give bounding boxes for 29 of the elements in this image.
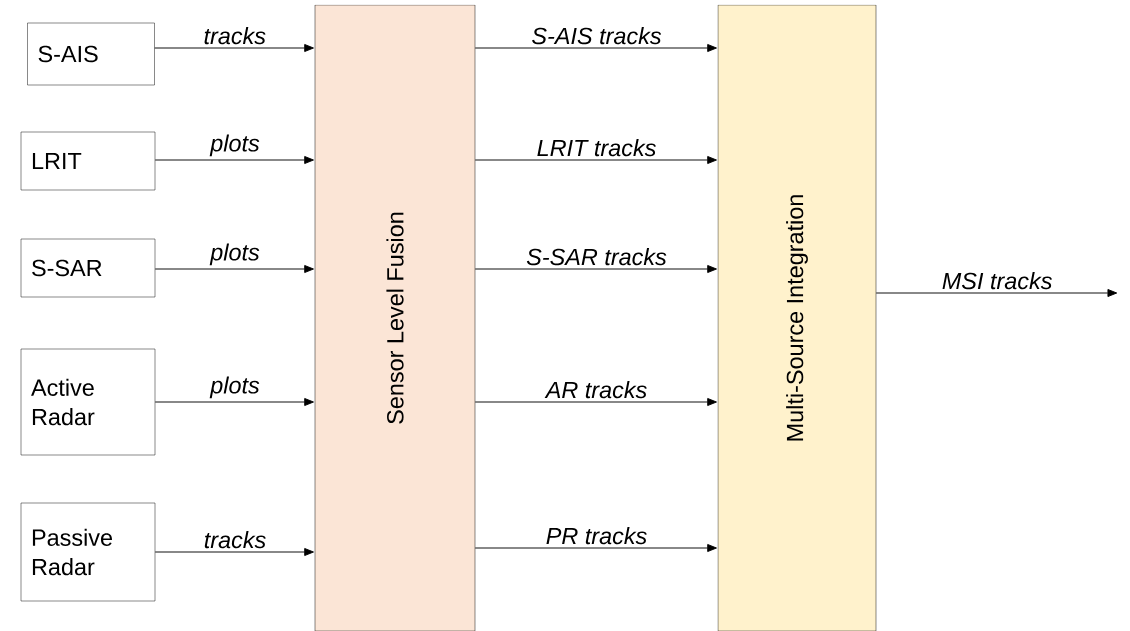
edge-label: S-AIS tracks	[532, 27, 662, 45]
source-box: LRIT	[20, 131, 156, 191]
arrow	[875, 289, 1118, 297]
arrow	[154, 548, 314, 556]
edge-label: tracks	[204, 531, 266, 549]
edge-label: plots	[209, 376, 260, 399]
edge-label: LRIT tracks	[537, 139, 656, 157]
process-block: Sensor Level Fusion	[314, 4, 476, 631]
edge-label: MSI tracks	[942, 272, 1052, 290]
arrow	[154, 398, 314, 406]
edge-label: PR tracks	[546, 527, 647, 545]
edge-label: S-SAR tracks	[526, 248, 667, 266]
arrow	[154, 44, 314, 52]
arrow	[474, 398, 717, 406]
edge-label: plots	[209, 243, 260, 266]
source-box: S-AIS	[27, 22, 155, 86]
source-box: Passive Radar	[20, 502, 156, 602]
source-box: S-SAR	[20, 238, 156, 298]
arrow	[474, 44, 717, 52]
arrow	[474, 265, 717, 273]
arrow	[154, 265, 314, 273]
edge-label: plots	[209, 134, 260, 157]
edge-label: tracks	[204, 27, 266, 45]
arrow	[474, 156, 717, 164]
process-block: Multi-Source Integration	[717, 4, 877, 631]
arrow	[154, 156, 314, 164]
source-box: Active Radar	[20, 348, 156, 456]
arrow	[474, 544, 717, 552]
edge-label: AR tracks	[544, 381, 647, 399]
